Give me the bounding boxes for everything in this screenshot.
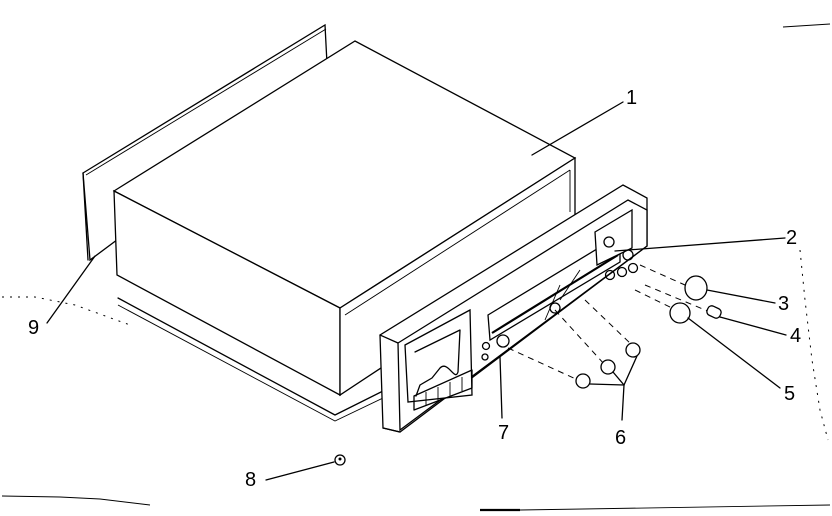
cabinet bbox=[112, 40, 577, 422]
callout-6: 6 bbox=[615, 427, 627, 449]
callout-8: 8 bbox=[245, 469, 257, 491]
callout-5: 5 bbox=[784, 383, 796, 405]
callout-7: 7 bbox=[498, 422, 510, 444]
callout-9: 9 bbox=[28, 317, 40, 339]
side-knobs bbox=[634, 264, 787, 389]
front-panel bbox=[379, 184, 648, 433]
leader-lines bbox=[46, 101, 786, 419]
callout-2: 2 bbox=[786, 227, 798, 249]
ambient-lines bbox=[1, 23, 831, 512]
button-knobs bbox=[507, 299, 641, 421]
screw bbox=[265, 454, 346, 481]
callout-3: 3 bbox=[778, 293, 790, 315]
callout-1: 1 bbox=[626, 87, 638, 109]
callout-4: 4 bbox=[790, 325, 802, 347]
